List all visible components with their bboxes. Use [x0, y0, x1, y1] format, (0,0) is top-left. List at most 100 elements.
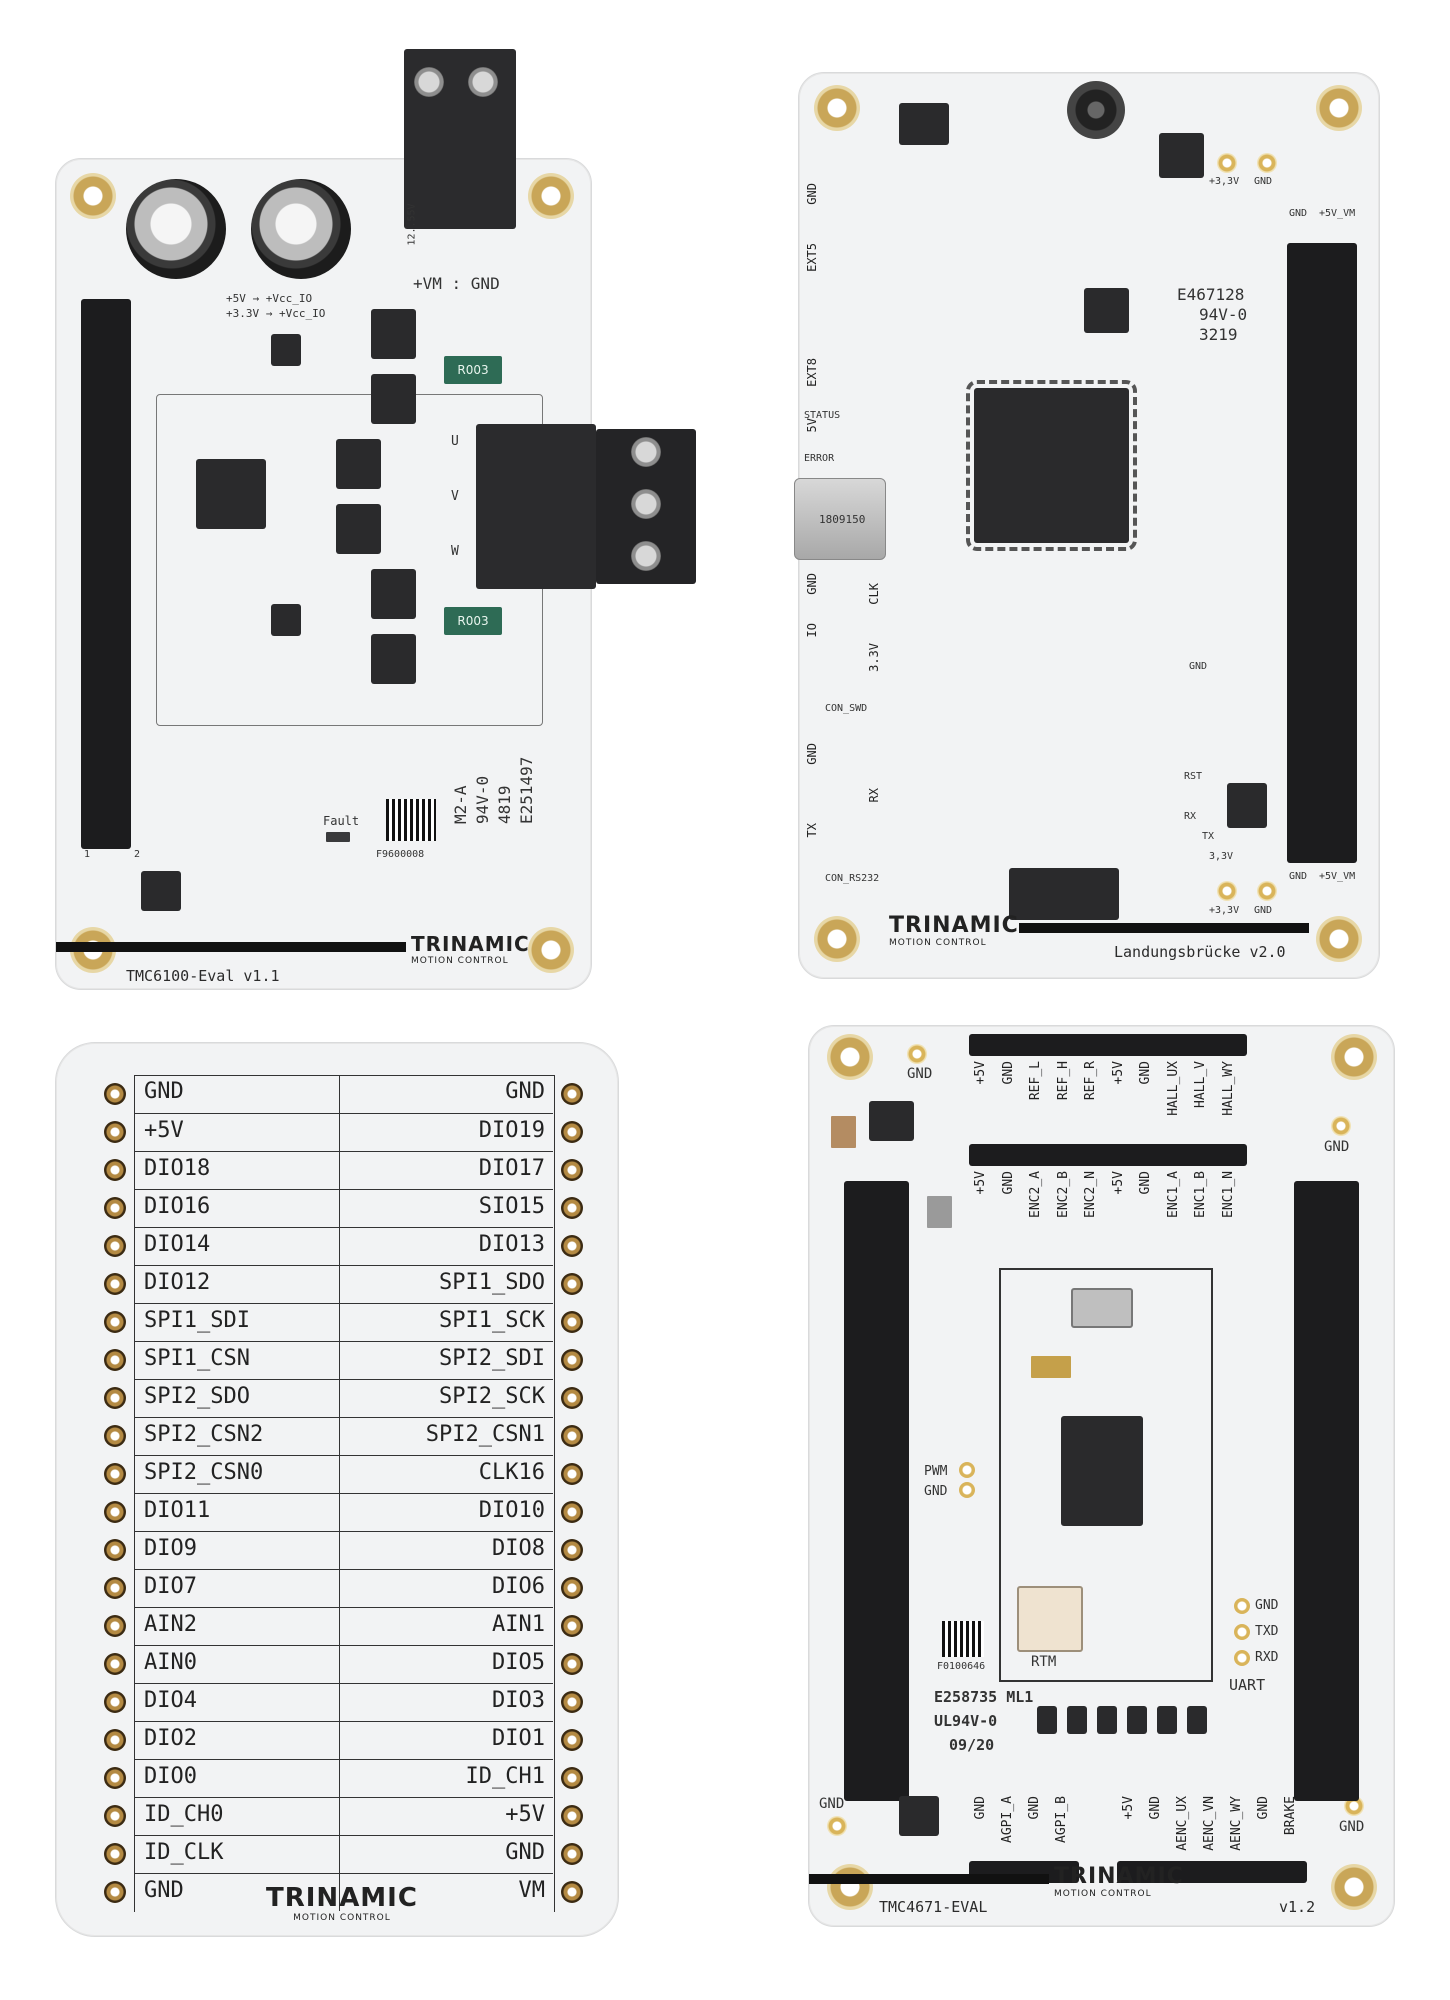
uart-gnd-pad[interactable]: [1234, 1598, 1250, 1614]
test-pad[interactable]: [907, 1044, 927, 1064]
fault-led: [326, 832, 350, 842]
diode: [1067, 1706, 1087, 1734]
test-pad[interactable]: [1331, 1116, 1351, 1136]
breakout-pad[interactable]: [561, 1843, 583, 1865]
breakout-pad[interactable]: [561, 1083, 583, 1105]
breakout-pad[interactable]: [104, 1577, 126, 1599]
breakout-pad[interactable]: [561, 1539, 583, 1561]
breakout-pad[interactable]: [561, 1691, 583, 1713]
silk-bar: [56, 942, 406, 952]
breakout-pad[interactable]: [561, 1767, 583, 1789]
tmc6100-eval-board: 1 2 +5V → +Vcc_IO +3.3V → +Vcc_IO R003 R…: [55, 49, 696, 990]
terminal-screw[interactable]: [631, 489, 661, 519]
breakout-pad[interactable]: [561, 1197, 583, 1219]
terminal-screw[interactable]: [468, 67, 498, 97]
cert-line: 3219: [1199, 325, 1238, 344]
breakout-pad[interactable]: [104, 1235, 126, 1257]
test-pad[interactable]: [1217, 153, 1237, 173]
breakout-pad[interactable]: [104, 1653, 126, 1675]
breakout-pad[interactable]: [561, 1729, 583, 1751]
breakout-pad[interactable]: [104, 1615, 126, 1637]
test-pad[interactable]: [1257, 153, 1277, 173]
cert-line: UL94V-0: [934, 1712, 998, 1730]
usb-c-port[interactable]: [794, 478, 886, 560]
breakout-pad[interactable]: [561, 1159, 583, 1181]
terminal-screw[interactable]: [631, 437, 661, 467]
left-label: IO: [805, 623, 819, 638]
capacitor: [927, 1196, 952, 1228]
terminal-screw[interactable]: [414, 67, 444, 97]
pwm-pad[interactable]: [959, 1462, 975, 1478]
breakout-pad[interactable]: [104, 1539, 126, 1561]
breakout-pad[interactable]: [104, 1349, 126, 1371]
breakout-pad[interactable]: [104, 1387, 126, 1409]
qr-code: [942, 1621, 984, 1657]
pin-label: AENC_WY: [1229, 1796, 1244, 1851]
breakout-pad[interactable]: [104, 1729, 126, 1751]
status-label: STATUS: [804, 410, 841, 421]
breakout-pad[interactable]: [104, 1881, 126, 1903]
pwm-gnd-pad[interactable]: [959, 1482, 975, 1498]
trinamic-logo: TRINAMIC MOTION CONTROL: [889, 913, 1019, 948]
pin-label: REF_L: [1028, 1061, 1043, 1101]
breakout-pad[interactable]: [561, 1311, 583, 1333]
breakout-pad[interactable]: [104, 1273, 126, 1295]
pin-header-top-1: [969, 1034, 1247, 1056]
uart-txd-pad[interactable]: [1234, 1624, 1250, 1640]
breakout-pad[interactable]: [104, 1311, 126, 1333]
breakout-pad[interactable]: [561, 1615, 583, 1637]
breakout-pad[interactable]: [561, 1805, 583, 1827]
gnd-tl-label: GND: [907, 1066, 933, 1082]
breakout-pad[interactable]: [104, 1767, 126, 1789]
mount-hole: [1316, 85, 1362, 131]
breakout-pad[interactable]: [104, 1159, 126, 1181]
silk-bar: [1019, 923, 1309, 933]
serial-number: F9600008: [376, 849, 425, 860]
pin-label: GND: [1000, 1171, 1016, 1195]
breakout-pad[interactable]: [561, 1463, 583, 1485]
shunt-resistor: R003: [444, 607, 502, 635]
pin-label: GND: [973, 1796, 988, 1820]
breakout-right-signal: DIO8: [492, 1536, 545, 1561]
breakout-pad[interactable]: [104, 1463, 126, 1485]
trinamic-logo: TRINAMIC MOTION CONTROL: [266, 1883, 418, 1923]
breakout-pad[interactable]: [561, 1349, 583, 1371]
test-pad[interactable]: [1217, 881, 1237, 901]
breakout-pad[interactable]: [104, 1083, 126, 1105]
breakout-left-signal: AIN0: [144, 1650, 197, 1675]
breakout-pad[interactable]: [561, 1235, 583, 1257]
breakout-pad[interactable]: [561, 1501, 583, 1523]
breakout-pad[interactable]: [561, 1653, 583, 1675]
breakout-pad[interactable]: [104, 1197, 126, 1219]
uart-rxd-pad[interactable]: [1234, 1650, 1250, 1666]
breakout-pad[interactable]: [561, 1425, 583, 1447]
breakout-pad[interactable]: [104, 1691, 126, 1713]
breakout-pad[interactable]: [561, 1121, 583, 1143]
breakout-pad[interactable]: [104, 1501, 126, 1523]
pin-label: ENC2_B: [1055, 1171, 1071, 1218]
motor-terminal[interactable]: [476, 424, 596, 589]
header-gnd-bottom: GND: [1289, 871, 1308, 882]
test-pad[interactable]: [1257, 881, 1277, 901]
test-pad[interactable]: [827, 1816, 847, 1836]
jumper-5v-label: +5V → +Vcc_IO: [226, 292, 313, 305]
breakout-pad[interactable]: [561, 1881, 583, 1903]
rtm-connector[interactable]: [1017, 1586, 1083, 1652]
small-ic: [271, 334, 301, 366]
breakout-right-signal: SPI1_SCK: [439, 1308, 545, 1333]
breakout-pad[interactable]: [561, 1387, 583, 1409]
breakout-pad[interactable]: [104, 1121, 126, 1143]
breakout-pad[interactable]: [561, 1577, 583, 1599]
breakout-pad[interactable]: [561, 1273, 583, 1295]
test-pad[interactable]: [1344, 1796, 1364, 1816]
terminal-screw[interactable]: [631, 541, 661, 571]
breakout-pad[interactable]: [104, 1843, 126, 1865]
breakout-right-signal: DIO19: [478, 1118, 545, 1143]
breakout-pad[interactable]: [104, 1425, 126, 1447]
breakout-pad[interactable]: [104, 1805, 126, 1827]
mount-hole: [1316, 916, 1362, 962]
